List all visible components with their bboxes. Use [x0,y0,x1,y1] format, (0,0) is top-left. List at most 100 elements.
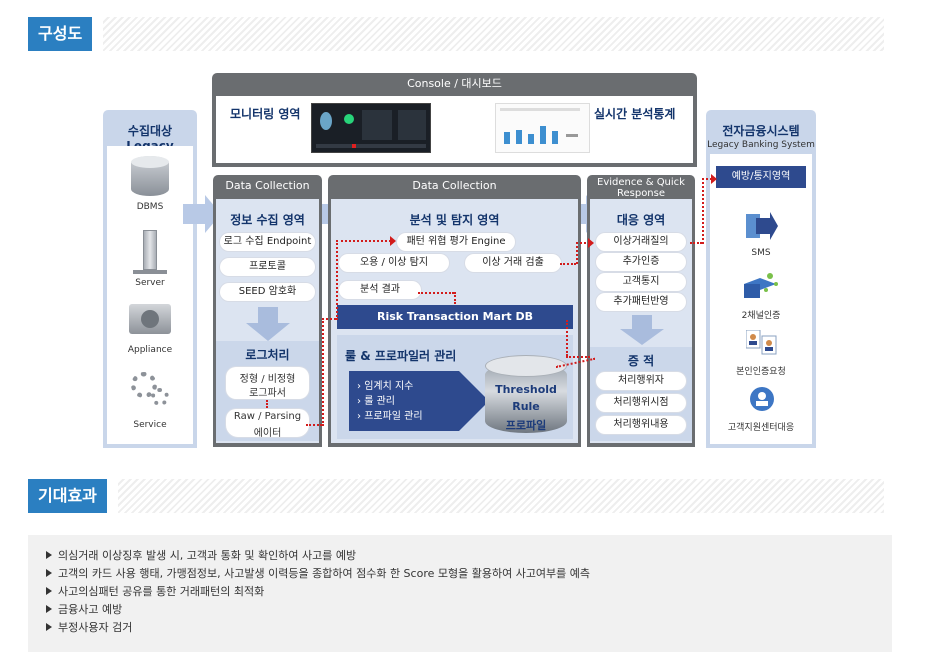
flow-line [566,356,590,358]
log-parser-box: 정형 / 비정형 로그파서 [226,367,309,399]
response-item-auth: 추가인증 [596,253,686,271]
flow-line [702,178,704,244]
down-arrow-response-icon [620,315,664,345]
db-label-threshold: Threshold [495,383,557,396]
stats-screenshot [495,103,590,153]
customer-support-icon [750,387,774,411]
flow-line [690,242,702,244]
effects-section-title: 기대효과 [28,479,107,513]
flow-line [322,318,336,320]
two-channel-auth-icon [744,273,778,298]
console-body: 모니터링 영역 실시간 분석통계 [216,96,693,163]
evidence-item-actor: 처리행위자 [596,372,686,390]
server-icon [143,230,157,270]
down-arrow-icon [246,307,290,341]
identity-verify-icon [746,330,777,355]
db-label-rule: Rule [512,400,540,413]
collect-body: 정보 수집 영역 로그 수집 Endpoint 프로토콜 SEED 암호화 로그… [216,199,319,443]
evidence-item-time: 처리행위시점 [596,394,686,412]
result-pill: 분석 결과 [339,281,421,299]
db-label-profile: 프로파일 [505,419,547,432]
sms-icon [746,212,778,240]
effects-section-header: 기대효과 [28,479,884,513]
collect-item-seed: SEED 암호화 [220,283,315,301]
log-item-data: 에이터 [253,428,282,439]
banking-item-support: 고객지원센터대응 [727,423,795,433]
flow-line [454,292,456,304]
banking-item-sms: SMS [751,248,771,258]
architecture-section-title: 구성도 [28,17,93,51]
analysis-body: 분석 및 탐지 영역 패턴 위협 평가 Engine 오용 / 이상 탐지 이상… [331,199,578,443]
banking-panel: 전자금융시스템 Legacy Banking System 예방/통지영역 SM… [706,110,816,448]
misuse-pill: 오용 / 이상 탐지 [339,254,449,272]
flow-arrow-legacy-icon [183,195,221,233]
collect-item-endpoint: 로그 수집 Endpoint [220,233,315,251]
evidence-title: 증 적 [627,354,655,368]
evidence-item-content: 처리행위내용 [596,416,686,434]
response-title: 대응 영역 [616,213,666,227]
effect-item: 사고의심패턴 공유를 통한 거래패턴의 최적화 [46,583,264,599]
rule-box: 룰 & 프로파일러 관리 › 임계치 지수 › 룰 관리 › 프로파일 관리 T… [337,335,573,439]
log-title: 로그처리 [245,348,290,362]
response-body: 대응 영역 이상거래질의 추가인증 고객통지 추가패턴반영 증 적 처리행위자 … [590,199,692,443]
banking-title: 전자금융시스템 [722,124,800,138]
flow-arrow-icon [588,238,594,248]
realtime-label: 실시간 분석통계 [594,107,676,121]
monitoring-screenshot [311,103,431,153]
rule-item-profile: › 프로파일 관리 [357,411,423,422]
engine-pill: 패턴 위협 평가 Engine [397,233,515,251]
triangle-bullet-icon [46,569,52,577]
analysis-panel: Data Collection 분석 및 탐지 영역 패턴 위협 평가 Engi… [328,175,581,447]
raw-parsing-db: Raw / Parsing 에이터 [226,409,309,439]
triangle-bullet-icon [46,551,52,559]
effect-item: 부정사용자 검거 [46,619,132,635]
flow-line [702,178,712,180]
flow-line [336,240,391,242]
banking-item-identity: 본인인증요청 [736,367,786,377]
effect-item: 의심거래 이상징후 발생 시, 고객과 통화 및 확인하여 사고를 예방 [46,547,356,563]
triangle-bullet-icon [46,605,52,613]
flow-line [336,240,338,320]
rule-db-icon: Threshold Rule 프로파일 [485,355,567,437]
monitoring-label: 모니터링 영역 [230,107,301,121]
log-item-format: 정형 / 비정형 [239,374,296,385]
banking-subtitle: Legacy Banking System [707,140,815,150]
legacy-item-server: Server [135,278,165,288]
log-box: 로그처리 정형 / 비정형 로그파서 Raw / Parsing 에이터 [216,341,319,441]
rule-arrow-shape [349,371,489,431]
response-panel: Evidence & Quick Response 대응 영역 이상거래질의 추… [587,175,695,447]
evidence-box: 증 적 처리행위자 처리행위시점 처리행위내용 [590,347,692,441]
analysis-title: 분석 및 탐지 영역 [409,213,500,227]
legacy-item-service: Service [133,420,167,430]
triangle-bullet-icon [46,587,52,595]
effect-item: 고객의 카드 사용 행태, 가맹점정보, 사고발생 이력등을 종합하여 점수화 … [46,565,590,581]
flow-line [322,318,324,426]
flow-line [566,320,568,356]
collect-item-protocol: 프로토콜 [220,258,315,276]
banking-item-2channel: 2채널인증 [741,311,781,321]
rule-item-threshold: › 임계치 지수 [357,381,414,392]
flow-arrow-icon [711,174,717,184]
analysis-header: Data Collection [412,179,497,192]
architecture-section-header: 구성도 [28,17,884,51]
flow-line [560,263,576,265]
effects-box: 의심거래 이상징후 발생 시, 고객과 통화 및 확인하여 사고를 예방 고객의… [28,535,892,652]
gear-icon [131,372,157,398]
legacy-panel: 수집대상 Legacy DBMS Server Appliance Servic… [103,110,197,448]
header-stripe [103,17,884,51]
banking-body: 예방/통지영역 SMS 2채널인증 본인인증요청 [710,154,812,444]
response-item-notify: 고객통지 [596,273,686,291]
flow-line [576,242,578,264]
collect-panel: Data Collection 정보 수집 영역 로그 수집 Endpoint … [213,175,322,447]
legacy-body: DBMS Server Appliance Service [107,146,193,444]
legacy-item-dbms: DBMS [136,202,164,212]
collect-header: Data Collection [225,179,310,192]
response-item-query: 이상거래질의 [596,233,686,251]
abnormal-pill: 이상 거래 검출 [465,254,561,272]
appliance-icon [129,304,171,334]
header-stripe [118,479,884,513]
response-item-pattern: 추가패턴반영 [596,293,686,311]
gear-small-icon [151,388,169,406]
flow-arrow-icon [390,236,396,246]
rule-item-rule: › 룰 관리 [357,396,395,407]
